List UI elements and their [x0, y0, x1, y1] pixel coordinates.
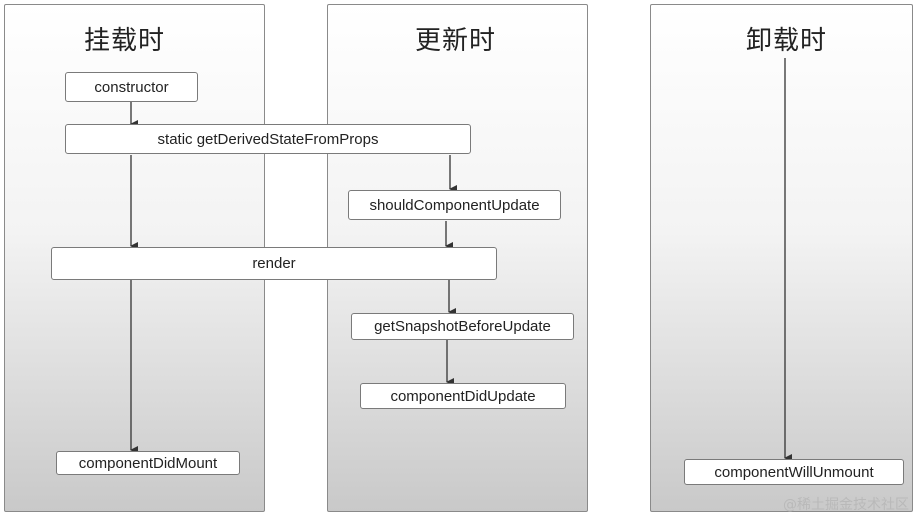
node-should-component-update: shouldComponentUpdate [348, 190, 561, 220]
lane-title-unmount: 卸载时 [746, 26, 828, 56]
watermark: @稀土掘金技术社区 [783, 497, 909, 513]
node-get-snapshot-before-update: getSnapshotBeforeUpdate [351, 313, 574, 340]
node-render: render [51, 247, 497, 280]
node-component-did-update: componentDidUpdate [360, 383, 566, 409]
lane-title-update: 更新时 [415, 26, 497, 56]
lane-unmount [650, 4, 913, 512]
node-component-did-mount: componentDidMount [56, 451, 240, 475]
lane-title-mount: 挂载时 [84, 26, 166, 56]
node-component-will-unmount: componentWillUnmount [684, 459, 904, 485]
node-get-derived-state-from-props: static getDerivedStateFromProps [65, 124, 471, 154]
node-constructor: constructor [65, 72, 198, 102]
